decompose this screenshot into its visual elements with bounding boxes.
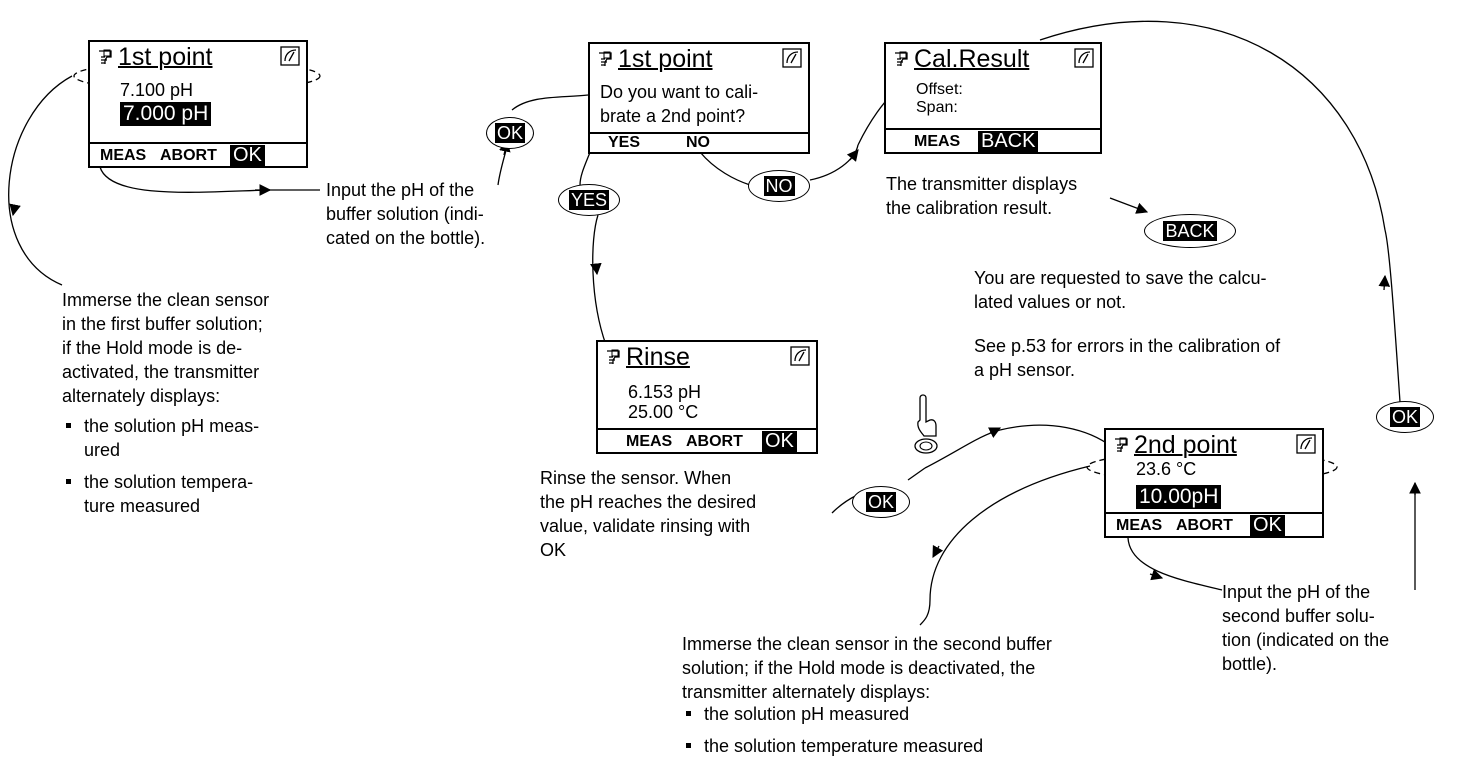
softkey-no[interactable]: NO (686, 134, 710, 151)
softkey-meas[interactable]: MEAS (100, 147, 147, 164)
softkey-abort[interactable]: ABORT (160, 147, 217, 164)
probe-icon (607, 349, 620, 364)
softkey-bar: YES NO (590, 132, 808, 152)
key-yes[interactable]: YES (558, 184, 620, 216)
key-label: OK (494, 123, 525, 143)
screen-second-point: 2nd point 23.6 °C 10.00pH MEAS ABORT OK (1104, 428, 1324, 538)
note-input-ph-second: Input the pH of the second buffer solu- … (1222, 582, 1390, 674)
arc-immerse-second (929, 465, 1091, 601)
probe-icon (99, 49, 112, 64)
softkey-abort[interactable]: ABORT (1176, 517, 1233, 534)
ph-input-value[interactable]: 7.000 pH (120, 102, 212, 126)
screen-title: 1st point (118, 43, 213, 71)
key-label: YES (568, 190, 610, 210)
list-item: the solution temperature measured (682, 734, 983, 758)
list-item: the solution tempera- ture measured (62, 470, 259, 518)
ph-input-value[interactable]: 10.00pH (1136, 485, 1222, 509)
arc-input-first (99, 166, 269, 193)
note-rinse: Rinse the sensor. When the pH reaches th… (540, 468, 757, 560)
note-immerse-second: Immerse the clean sensor in the second b… (682, 634, 1052, 702)
gauge-icon (782, 48, 802, 68)
probe-icon (1115, 437, 1128, 452)
ph-reading: 7.100 pH (120, 80, 194, 100)
offset-label: Offset: (916, 81, 963, 98)
softkey-bar: MEAS ABORT OK (598, 428, 816, 452)
temperature-reading: 23.6 °C (1136, 459, 1197, 479)
probe-icon (599, 51, 612, 66)
softkey-meas[interactable]: MEAS (914, 133, 961, 150)
note-save-request: You are requested to save the calcu- lat… (974, 268, 1267, 312)
span-label: Span: (916, 99, 958, 116)
press-finger-icon (914, 394, 938, 454)
gauge-icon (1074, 48, 1094, 68)
screen-cal-result: Cal.Result Offset: Span: MEAS BACK (884, 42, 1102, 154)
softkey-yes[interactable]: YES (608, 134, 641, 151)
list-item: the solution pH meas- ured (62, 414, 259, 462)
key-ok-rinse[interactable]: OK (852, 486, 910, 518)
note-see-page: See p.53 for errors in the calibration o… (974, 336, 1281, 380)
note-input-ph-first: Input the pH of the buffer solution (ind… (326, 180, 486, 248)
screen-title: Rinse (626, 343, 690, 371)
softkey-meas[interactable]: MEAS (626, 433, 673, 450)
key-label: OK (865, 492, 896, 512)
query-line-1: Do you want to cali- (600, 82, 759, 102)
note-immerse-first: Immerse the clean sensor in the first bu… (62, 290, 270, 406)
softkey-bar: MEAS ABORT OK (1106, 512, 1322, 536)
softkey-ok[interactable]: OK (762, 431, 797, 452)
screen-first-point: 1st point 7.100 pH 7.000 pH MEAS ABORT O… (88, 40, 308, 168)
list-immerse-second: the solution pH measured the solution te… (682, 694, 983, 758)
probe-icon (895, 51, 908, 66)
gauge-icon (790, 346, 810, 366)
screen-title: 1st point (618, 45, 713, 73)
query-line-2: brate a 2nd point? (600, 106, 746, 126)
ph-reading: 6.153 pH (628, 382, 702, 402)
screen-second-point-query: 1st point Do you want to cali- brate a 2… (588, 42, 810, 154)
screen-title: 2nd point (1134, 431, 1237, 459)
arc-no (699, 151, 751, 186)
arc-immerse-first (8, 75, 73, 286)
key-no[interactable]: NO (748, 170, 810, 202)
softkey-back[interactable]: BACK (978, 131, 1039, 152)
key-ok-first[interactable]: OK (486, 117, 534, 149)
gauge-icon (1296, 434, 1316, 454)
softkey-bar: MEAS ABORT OK (90, 142, 306, 166)
gauge-icon (280, 46, 300, 66)
list-immerse-first: the solution pH meas- ured the solution … (62, 406, 259, 518)
screen-title: Cal.Result (914, 45, 1030, 73)
softkey-bar: MEAS BACK (886, 128, 1100, 152)
softkey-ok[interactable]: OK (230, 145, 265, 166)
key-label: BACK (1163, 221, 1217, 241)
softkey-abort[interactable]: ABORT (686, 433, 743, 450)
screen-rinse: Rinse 6.153 pH 25.00 °C MEAS ABORT OK (596, 340, 818, 454)
key-back[interactable]: BACK (1144, 214, 1236, 248)
key-label: NO (763, 176, 795, 196)
softkey-ok[interactable]: OK (1250, 515, 1285, 536)
key-ok-second[interactable]: OK (1376, 401, 1434, 433)
list-item: the solution pH measured (682, 702, 983, 726)
temperature-reading: 25.00 °C (628, 402, 699, 422)
arc-input-second (1127, 537, 1223, 591)
note-cal-displays: The transmitter displays the calibration… (886, 174, 1078, 218)
softkey-meas[interactable]: MEAS (1116, 517, 1163, 534)
key-label: OK (1389, 407, 1420, 427)
arc-ok-to-query (511, 94, 589, 111)
